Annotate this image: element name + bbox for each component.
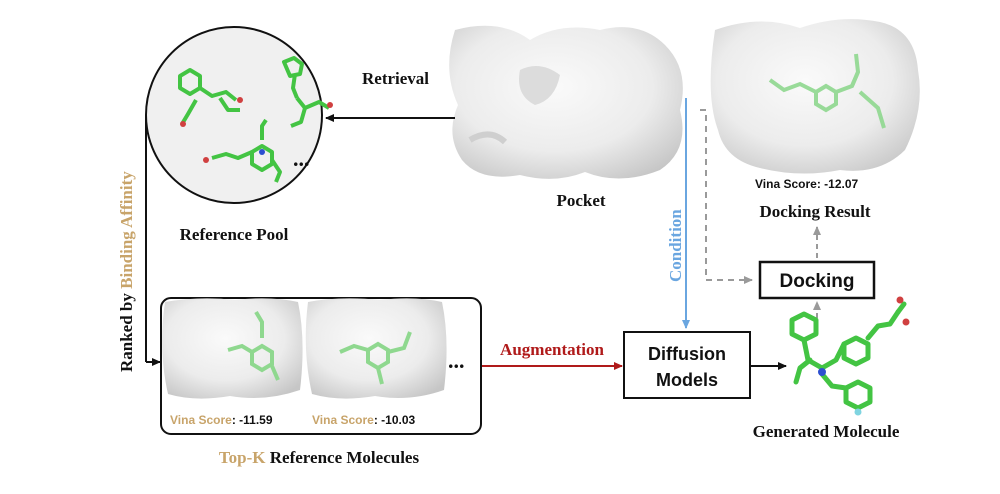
- generated-molecule-label: Generated Molecule: [753, 422, 900, 441]
- docking-vina-label: Vina Score: -12.07: [755, 177, 858, 191]
- pocket-to-docking-dashed: [700, 109, 753, 284]
- pocket-surface: [449, 25, 683, 179]
- pool-molecule-1: [178, 68, 243, 127]
- topk-ellipsis: ...: [448, 348, 465, 373]
- docking-box: [758, 260, 876, 300]
- ranked-by-label: Ranked by Binding Affinity: [117, 171, 136, 372]
- pocket-label: Pocket: [556, 191, 605, 210]
- diffusion-label-line2: Models: [656, 370, 718, 390]
- diffusion-models-box: [623, 331, 751, 399]
- condition-label: Condition: [666, 209, 685, 282]
- topk-label: Top-K Reference Molecules: [219, 448, 420, 467]
- topk-molecule-2: [305, 298, 447, 399]
- pool-molecule-2: [282, 56, 333, 128]
- pool-ellipsis: ...: [293, 146, 310, 171]
- docking-result-surface: [710, 19, 920, 174]
- reference-pool-label: Reference Pool: [180, 225, 289, 244]
- topk-molecule-1: [162, 298, 303, 399]
- docking-result-label: Docking Result: [760, 202, 871, 221]
- diffusion-label-line1: Diffusion: [648, 344, 726, 364]
- generated-molecule: [789, 296, 910, 416]
- reference-pool-circle: [145, 26, 333, 204]
- topk-vina-2: Vina Score: -10.03: [312, 413, 415, 427]
- topk-vina-1: Vina Score: -11.59: [170, 413, 273, 427]
- retrieval-label: Retrieval: [362, 69, 429, 88]
- augmentation-label: Augmentation: [500, 340, 604, 359]
- pool-molecule-3: [203, 118, 282, 183]
- docking-label: Docking: [780, 271, 855, 292]
